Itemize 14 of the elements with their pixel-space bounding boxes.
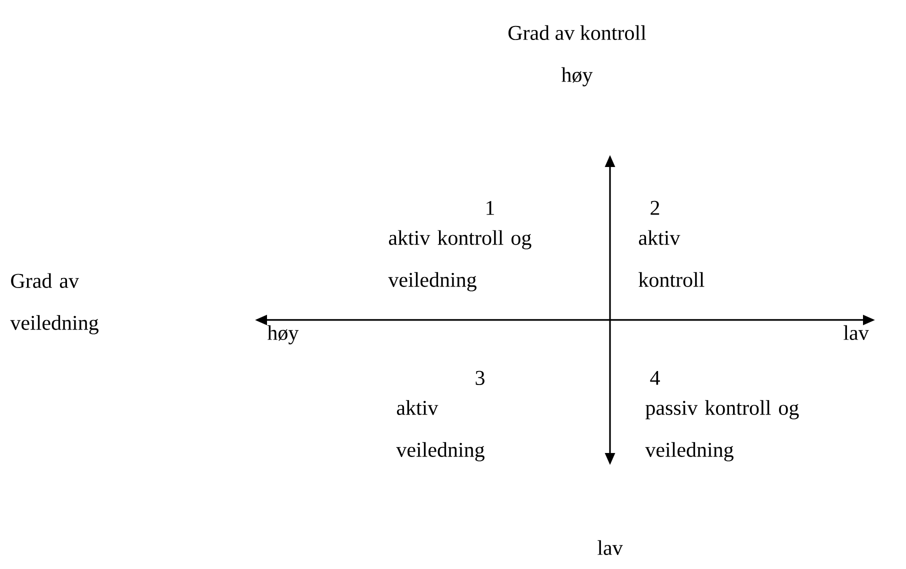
quadrant-label: aktiv kontroll (638, 230, 704, 287)
axis-label: Grad av veiledning (10, 273, 98, 334)
quadrant-label: passiv kontroll og veiledning (645, 400, 799, 462)
quadrant-number: 3 (476, 370, 484, 385)
axis-label: Grad av kontroll (508, 25, 646, 40)
quadrant-number: 1 (486, 200, 494, 215)
axis-label: lav (844, 325, 869, 340)
quadrant-label: aktiv kontroll og veiledning (388, 230, 532, 292)
axis-label: lav (598, 540, 623, 555)
axis-label: høy (561, 67, 593, 86)
quadrant-number: 4 (650, 371, 660, 385)
quadrant-number: 2 (650, 200, 660, 215)
axis-label: høy (267, 325, 299, 344)
quadrant-label: aktiv veiledning (396, 400, 484, 462)
